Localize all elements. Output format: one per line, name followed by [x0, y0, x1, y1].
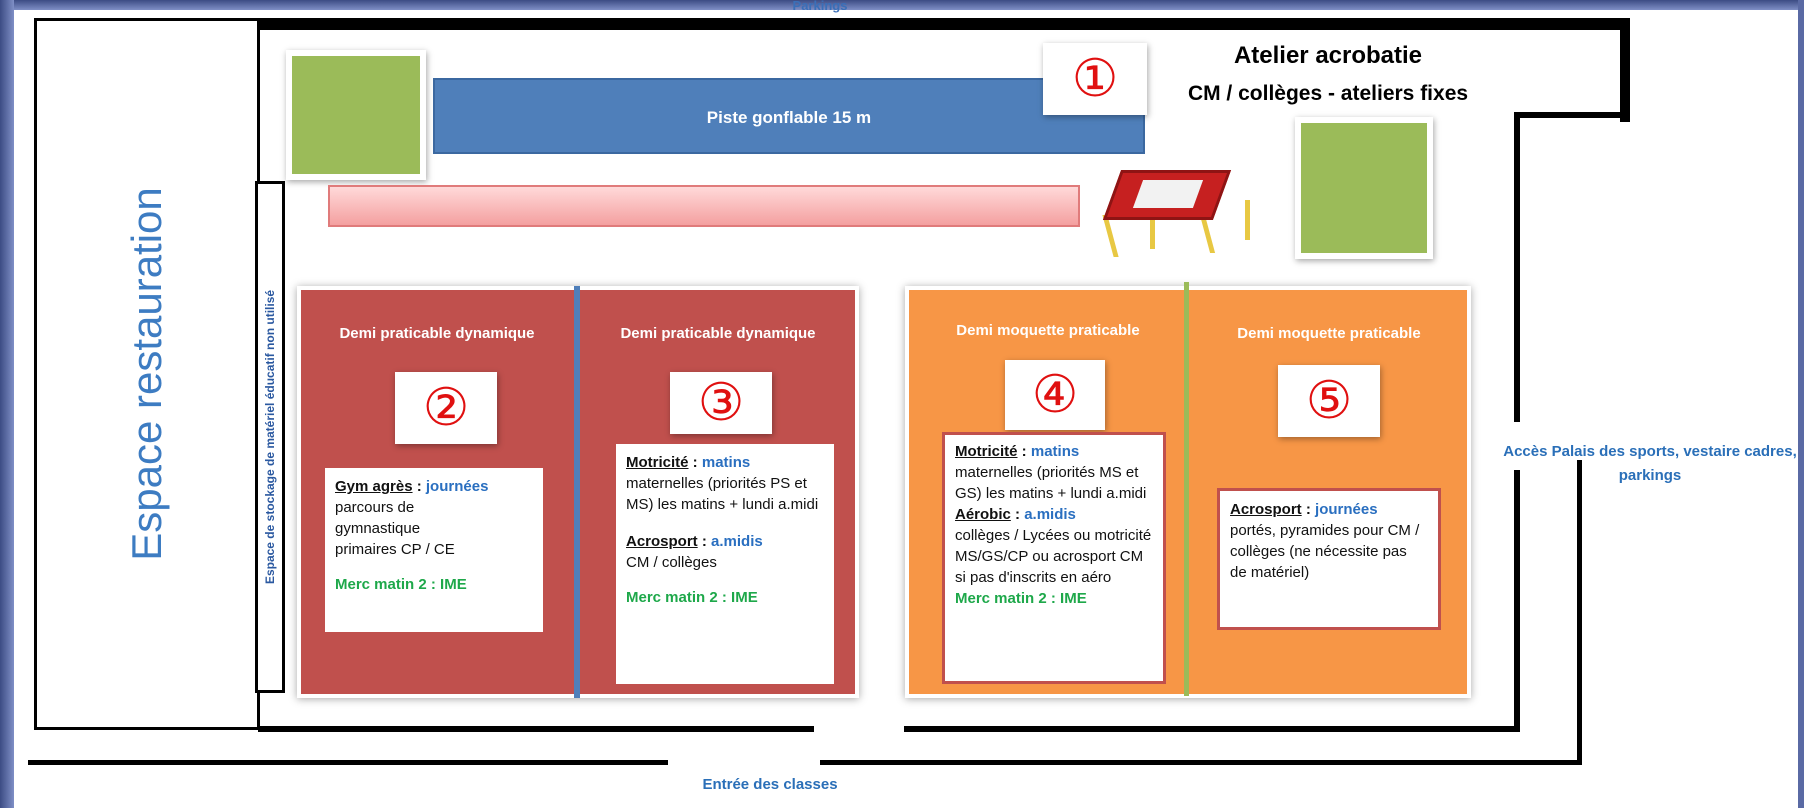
zone-5-desc: portés, pyramides pour CM / collèges (ne…	[1230, 522, 1420, 581]
pink-mat	[328, 185, 1080, 227]
wall-bottom-left	[258, 726, 814, 732]
wall-top	[258, 18, 1630, 30]
activity-name: Motricité	[626, 454, 689, 471]
corridor-line-left	[28, 760, 668, 765]
zone-5-activity: Acrosport : journées	[1230, 501, 1378, 518]
activity-name: Motricité	[955, 443, 1018, 460]
zone-3-title: Demi praticable dynamique	[620, 325, 816, 342]
zone-4-desc-1: maternelles (priorités MS et GS) les mat…	[955, 464, 1147, 502]
red-zone-divider	[574, 286, 580, 698]
number-2: ②	[422, 379, 470, 437]
zone-3-activity-2: Acrosport : a.midis	[626, 533, 763, 550]
activity-time: a.midis	[1024, 506, 1076, 523]
atelier-title: Atelier acrobatie	[1233, 42, 1423, 69]
zone-2-desc: parcours de gymnastique primaires CP / C…	[335, 499, 455, 558]
number-box-1: ①	[1043, 43, 1147, 115]
zone-4-activity-1: Motricité : matins	[955, 443, 1080, 460]
zone-4-title: Demi moquette praticable	[956, 322, 1140, 339]
storage-area	[255, 181, 285, 693]
trampoline-surface	[1132, 180, 1204, 208]
wall-right-lower	[1514, 470, 1520, 732]
corridor-line-right	[820, 760, 1582, 765]
zone-3-desc-1: maternelles (priorités PS et MS) les mat…	[626, 475, 819, 513]
number-box-4: ④	[1005, 360, 1105, 430]
trampoline-leg	[1245, 200, 1250, 240]
zone-2-special: Merc matin 2 : IME	[335, 576, 467, 593]
zone-4-special: Merc matin 2 : IME	[955, 590, 1087, 607]
activity-name: Acrosport	[1230, 501, 1302, 518]
number-box-5: ⑤	[1278, 365, 1380, 437]
wall-bottom-right	[904, 726, 1520, 732]
activity-time: a.midis	[711, 533, 763, 550]
zone-2-card: Gym agrès : journées parcours de gymnast…	[325, 468, 543, 632]
zone-5-title: Demi moquette praticable	[1237, 325, 1421, 342]
storage-label: Espace de stockage de matériel éducatif …	[263, 289, 277, 585]
wall-right-notch	[1517, 112, 1629, 118]
restauration-label: Espace restauration	[123, 187, 170, 561]
parkings-top-label: Parkings	[792, 0, 848, 13]
wall-top-right-corner	[1620, 30, 1630, 122]
activity-time: matins	[701, 454, 751, 471]
zone-2-activity: Gym agrès : journées	[335, 478, 489, 495]
number-box-3: ③	[670, 372, 772, 434]
atelier-subtitle: CM / collèges - ateliers fixes	[1187, 82, 1469, 105]
zone-4-activity-2: Aérobic : a.midis	[955, 506, 1076, 523]
green-mat-right	[1295, 117, 1433, 259]
zone-3-card: Motricité : matins maternelles (priorité…	[616, 444, 834, 684]
wall-right-upper	[1514, 112, 1520, 422]
zone-3-activity-1: Motricité : matins	[626, 454, 751, 471]
frame-top-border	[0, 0, 1804, 10]
activity-time: matins	[1030, 443, 1080, 460]
activity-name: Aérobic	[955, 506, 1011, 523]
zone-2-title: Demi praticable dynamique	[339, 325, 535, 342]
activity-name: Acrosport	[626, 533, 698, 550]
number-5: ⑤	[1305, 372, 1353, 430]
zone-5-card: Acrosport : journées portés, pyramides p…	[1217, 488, 1441, 630]
frame-right-border	[1798, 0, 1804, 808]
orange-zone-divider	[1184, 282, 1189, 696]
number-box-2: ②	[395, 372, 497, 444]
frame-left-border	[0, 0, 14, 808]
zone-3-desc-2: CM / collèges	[626, 554, 717, 571]
activity-name: Gym agrès	[335, 478, 413, 495]
activity-time: journées	[425, 478, 489, 495]
inflatable-track: Piste gonflable 15 m	[433, 78, 1145, 154]
zone-4-card: Motricité : matins maternelles (priorité…	[942, 432, 1166, 684]
zone-3-special: Merc matin 2 : IME	[626, 589, 758, 606]
number-4: ④	[1031, 366, 1079, 424]
entrance-label: Entrée des classes	[702, 776, 838, 793]
number-3: ③	[697, 374, 745, 432]
activity-time: journées	[1315, 501, 1378, 518]
corridor-line-vertical	[1577, 460, 1582, 765]
trampoline-leg	[1150, 215, 1155, 249]
zone-4-desc-2: collèges / Lycées ou motricité MS/GS/CP …	[955, 527, 1152, 586]
green-mat-left	[286, 50, 426, 180]
inflatable-track-label: Piste gonflable 15 m	[706, 108, 872, 127]
access-label: Accès Palais des sports, vestaire cadres…	[1503, 443, 1797, 484]
number-1: ①	[1071, 50, 1119, 108]
restauration-area	[34, 18, 260, 730]
